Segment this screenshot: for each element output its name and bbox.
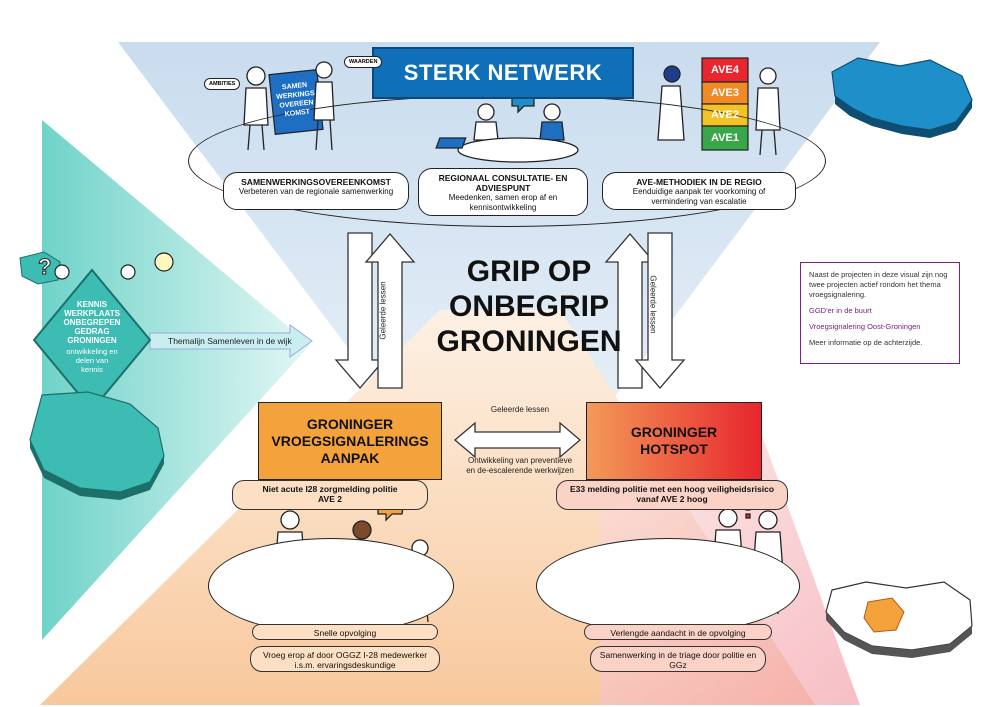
- kennis-figures: [54, 252, 174, 280]
- network-item-consultatie: REGIONAAL CONSULTATIE- EN ADVIESPUNT Mee…: [418, 168, 588, 216]
- arrow-label-middle-top: Geleerde lessen: [490, 405, 550, 414]
- network-item-desc: Eenduidige aanpak ter voorkoming of verm…: [632, 187, 766, 206]
- tag-waarden: WAARDEN: [344, 56, 383, 68]
- arrow-label-right: Geleerde lessen: [648, 275, 658, 334]
- info-link-oost-groningen[interactable]: Vroegsignalering Oost-Groningen: [809, 322, 921, 331]
- hotspot-pill-2: Samenwerking in de triage door politie e…: [590, 646, 766, 672]
- hotspot-pill-1: Verlengde aandacht in de opvolging: [584, 624, 772, 640]
- network-item-desc: Meedenken, samen erop af en kennisontwik…: [448, 193, 558, 212]
- network-item-title: AVE-METHODIEK IN DE REGIO: [636, 177, 762, 187]
- network-item-samenwerking: SAMENWERKINGSOVEREENKOMST Verbeteren van…: [223, 172, 409, 210]
- agreement-sign-text: SAMEN WERKINGS OVEREEN KOMST: [272, 80, 320, 120]
- themalijn-label: Themalijn Samenleven in de wijk: [168, 336, 292, 346]
- kennis-text: KENNIS WERKPLAATS ONBEGREPEN GEDRAG GRON…: [42, 300, 142, 374]
- kennis-title: KENNIS WERKPLAATS ONBEGREPEN GEDRAG GRON…: [63, 300, 121, 345]
- hotspot-title: GRONINGER HOTSPOT: [630, 424, 718, 457]
- network-item-ave: AVE-METHODIEK IN DE REGIO Eenduidige aan…: [602, 172, 796, 210]
- map-left-small: [19, 251, 61, 285]
- vroeg-title: GRONINGER VROEGSIGNALERINGS AANPAK: [271, 415, 429, 466]
- kennis-sub: ontwikkeling en delen van kennis: [66, 347, 118, 374]
- info-intro: Naast de projecten in deze visual zijn n…: [809, 270, 948, 299]
- ave-labels: AVE4 AVE3 AVE2 AVE1: [702, 58, 748, 150]
- hotspot-top-pill-sub: vanaf AVE 2 hoog: [636, 494, 708, 504]
- main-title: GRIP OP ONBEGRIP GRONINGEN: [420, 254, 638, 359]
- ave-level-1: AVE1: [711, 132, 739, 144]
- vroeg-ellipse: [208, 538, 454, 634]
- network-item-desc: Verbeteren van de regionale samenwerking: [238, 187, 394, 196]
- network-item-title: SAMENWERKINGSOVEREENKOMST: [241, 177, 391, 187]
- map-bottom-right-side: [826, 612, 972, 658]
- vroeg-top-pill-title: Niet acute I28 zorgmelding politie: [262, 484, 398, 494]
- main-title-line-1: GRIP OP: [466, 255, 592, 288]
- main-title-line-3: GRONINGEN: [436, 325, 622, 358]
- hotspot-top-pill-title: E33 melding politie met een hoog veiligh…: [569, 484, 775, 494]
- network-item-title: REGIONAAL CONSULTATIE- EN ADVIESPUNT: [438, 173, 568, 193]
- map-bottom-right-highlight: [863, 597, 905, 633]
- map-bottom-left-side: [30, 440, 164, 500]
- map-top-right-side: [835, 96, 972, 138]
- ave-level-2: AVE2: [711, 109, 739, 121]
- hotspot-ellipse: [536, 538, 800, 634]
- ave-level-3: AVE3: [711, 87, 739, 99]
- ave-level-4: AVE4: [711, 64, 739, 76]
- hotspot-box: GRONINGER HOTSPOT: [586, 402, 762, 480]
- double-arrow-horizontal: [453, 421, 582, 459]
- info-link-ggd[interactable]: GGD'er in de buurt: [809, 306, 872, 315]
- map-top-right: [831, 57, 973, 131]
- left-vertical-arrows: [334, 232, 416, 389]
- arrow-label-middle-bottom: Ontwikkeling van preventieve en de-escal…: [466, 456, 574, 475]
- hotspot-top-pill: E33 melding politie met een hoog veiligh…: [556, 480, 788, 510]
- vroeg-box: GRONINGER VROEGSIGNALERINGS AANPAK: [258, 402, 442, 480]
- vroeg-pill-2: Vroeg erop af door OGGZ I-28 medewerker …: [250, 646, 440, 672]
- network-banner: STERK NETWERK: [372, 47, 634, 99]
- arrow-label-left: Geleerde lessen: [378, 281, 388, 340]
- vroeg-top-pill: Niet acute I28 zorgmelding politie AVE 2: [232, 480, 428, 510]
- themalijn-arrow: [149, 324, 313, 358]
- info-box: Naast de projecten in deze visual zijn n…: [800, 262, 960, 364]
- right-vertical-arrows: [604, 232, 686, 389]
- network-banner-text: STERK NETWERK: [403, 60, 603, 85]
- kennis-triangle: [42, 120, 310, 640]
- vroeg-pill-1: Snelle opvolging: [252, 624, 438, 640]
- question-mark-icon: ?: [38, 254, 51, 279]
- tag-ambities: AMBITIES: [204, 78, 241, 90]
- main-title-line-2: ONBEGRIP: [448, 290, 610, 323]
- info-more: Meer informatie op de achterzijde.: [809, 338, 923, 347]
- vroeg-top-pill-sub: AVE 2: [318, 494, 342, 504]
